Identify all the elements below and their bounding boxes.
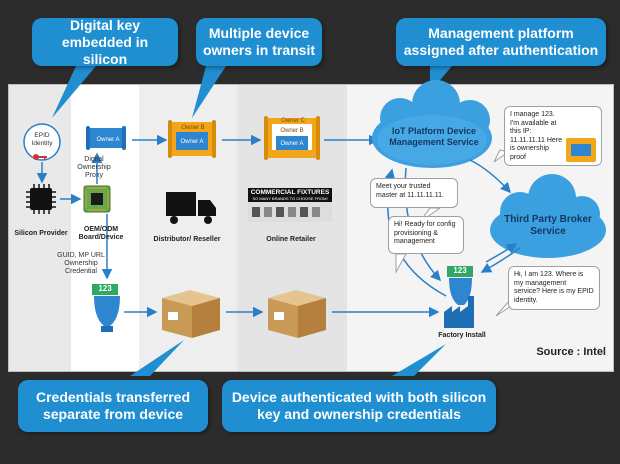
credential-id-badge: 123 (98, 284, 112, 293)
guid-credential-label: GUID, MP URL Ownership Credential (57, 252, 105, 275)
ownership-proof-scroll (566, 138, 596, 162)
key-icon (33, 154, 47, 160)
callout-management-text: Management platform assigned after authe… (403, 25, 599, 58)
bubble-hi-text: Hi, I am 123. Where is my management ser… (514, 271, 594, 304)
chip-icon (26, 184, 56, 214)
callout-multiple-owners-text: Multiple device owners in transit (202, 25, 316, 58)
distributor-label: Distributor/ Reseller (153, 236, 221, 243)
epid-circle (23, 123, 61, 161)
third-party-cloud (490, 174, 606, 258)
online-retailer-label: Online Retailer (266, 236, 316, 243)
factory-id-badge: 123 (453, 266, 467, 275)
oem-odm-label: OEM/ODM Board/Device (78, 226, 124, 241)
callout-digital-key-text: Digital key embedded in silicon (61, 16, 149, 67)
third-party-label: Third Party Broker Service (504, 214, 592, 237)
package-box-2 (268, 290, 326, 338)
commercial-fixtures-banner (248, 188, 332, 222)
package-box-1 (162, 290, 220, 338)
pointer-authenticated (392, 344, 446, 376)
ownership-proxy-scroll (86, 126, 126, 150)
arrow-iot-to-thirdparty (469, 159, 512, 194)
iot-platform-cloud (372, 80, 492, 168)
callout-credentials-transferred: Credentials transferred separate from de… (18, 380, 208, 432)
callout-credentials-text: Credentials transferred separate from de… (35, 389, 191, 422)
owner-b-scroll (168, 120, 216, 158)
bubble-ready-text: Hi! Ready for config provisioning & mana… (394, 221, 456, 245)
owner-c-scroll (264, 116, 320, 160)
pointer-multiple-owners (192, 66, 226, 118)
owner-b-label: Owner B (181, 125, 205, 131)
iot-platform-label: IoT Platform Device Management Service (389, 126, 479, 147)
bubble-ready-config: Hi! Ready for config provisioning & mana… (388, 216, 464, 254)
pointer-credentials (130, 340, 184, 376)
commercial-fixtures-subtitle: SO MANY BRANDS TO CHOOSE FROM! (252, 196, 328, 201)
board-icon (83, 185, 111, 213)
pointer-digital-key (52, 66, 96, 118)
lightbulb-icon (92, 284, 120, 332)
factory-install-label: Factory Install (438, 332, 486, 339)
commercial-fixtures-title: COMMERCIAL FIXTURES (250, 189, 330, 196)
callout-device-authenticated: Device authenticated with both silicon k… (222, 380, 496, 432)
bubble-trusted-master: Meet your trusted master at 11.11.11.11. (370, 178, 458, 208)
callout-multiple-owners: Multiple device owners in transit (196, 18, 322, 66)
bubble-hi-123: Hi, I am 123. Where is my management ser… (508, 266, 600, 310)
bubble-manage: I manage 123. I'm available at this IP: … (504, 106, 602, 166)
callout-authenticated-text: Device authenticated with both silicon k… (231, 389, 487, 422)
owner-c-label: Owner C (281, 118, 305, 124)
digital-ownership-proxy-label: Digital Ownership Proxy (77, 156, 111, 179)
epid-identity-label: EPID Identity (31, 132, 53, 147)
owner-b-inner-label: Owner B (280, 128, 304, 134)
proxy-owner-a: Owner A (96, 137, 120, 143)
bubble-trusted-text: Meet your trusted master at 11.11.11.11. (376, 183, 444, 199)
owner-a-inner-label: Owner A (280, 141, 304, 147)
callout-management-platform: Management platform assigned after authe… (396, 18, 606, 66)
bubble-manage-text: I manage 123. I'm available at this IP: … (510, 111, 563, 161)
arrow-factory-to-thirdparty (485, 243, 518, 263)
silicon-provider-label: Silicon Provider (14, 230, 68, 237)
callout-digital-key: Digital key embedded in silicon (32, 16, 178, 67)
source-label: Source : Intel (536, 346, 606, 358)
tail-ready (395, 253, 407, 274)
factory-lightbulb-icon (447, 266, 473, 305)
truck-icon (166, 192, 216, 224)
factory-icon (444, 296, 474, 328)
owner-a-label: Owner A (180, 139, 204, 145)
